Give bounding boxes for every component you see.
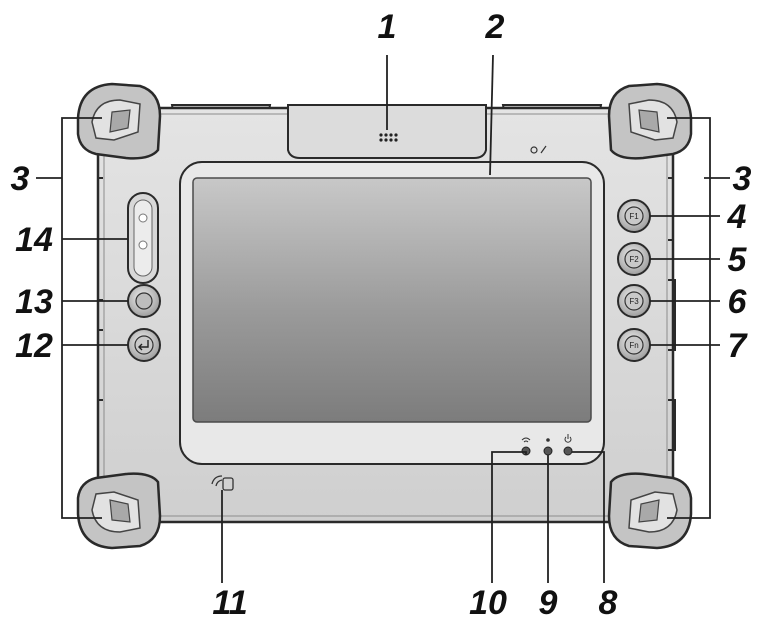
home-button[interactable]	[127, 284, 161, 318]
callout-9: 9	[539, 584, 558, 622]
enter-button[interactable]	[127, 328, 161, 362]
callout-1: 1	[378, 8, 397, 46]
f2-label: F2	[629, 255, 639, 264]
callout-3-left: 3	[11, 160, 30, 198]
camera-icon	[379, 133, 398, 142]
scanner-button[interactable]	[127, 192, 159, 284]
f1-label: F1	[629, 212, 639, 221]
fn-label: Fn	[629, 341, 638, 350]
status-leds	[521, 434, 573, 456]
callout-3-right: 3	[733, 160, 752, 198]
callout-6: 6	[728, 283, 748, 321]
callout-5: 5	[728, 241, 748, 279]
callout-12: 12	[15, 327, 53, 365]
callout-8: 8	[599, 584, 618, 622]
microphone-icon	[530, 145, 547, 154]
led-icon	[546, 438, 550, 442]
corner-bumper-top-left	[76, 82, 162, 160]
fn-button[interactable]: Fn	[617, 328, 651, 362]
callout-10: 10	[469, 584, 507, 622]
f3-label: F3	[629, 297, 639, 306]
callouts: 1 2 3 3 4 5 6 7 14 13 12 11 10 9 8	[11, 8, 752, 622]
f1-button[interactable]: F1	[617, 199, 651, 233]
callout-13: 13	[15, 283, 53, 321]
callout-14: 14	[15, 221, 53, 259]
callout-2: 2	[485, 8, 505, 46]
power-icon	[564, 434, 572, 443]
wifi-icon	[521, 437, 531, 443]
corner-bumper-bottom-left	[76, 472, 162, 550]
corner-bumper-bottom-right	[607, 472, 693, 550]
enter-icon	[138, 340, 149, 351]
f2-button[interactable]: F2	[617, 242, 651, 276]
camera-module	[287, 104, 487, 159]
callout-7: 7	[728, 327, 749, 365]
callout-11: 11	[212, 584, 247, 622]
leader-lines	[36, 54, 730, 583]
home-icon	[135, 292, 153, 310]
f3-button[interactable]: F3	[617, 284, 651, 318]
display-screen	[192, 177, 592, 423]
corner-bumper-top-right	[607, 82, 693, 160]
nfc-icon	[211, 475, 234, 491]
callout-4: 4	[727, 198, 747, 236]
right-side-ports	[668, 177, 676, 451]
